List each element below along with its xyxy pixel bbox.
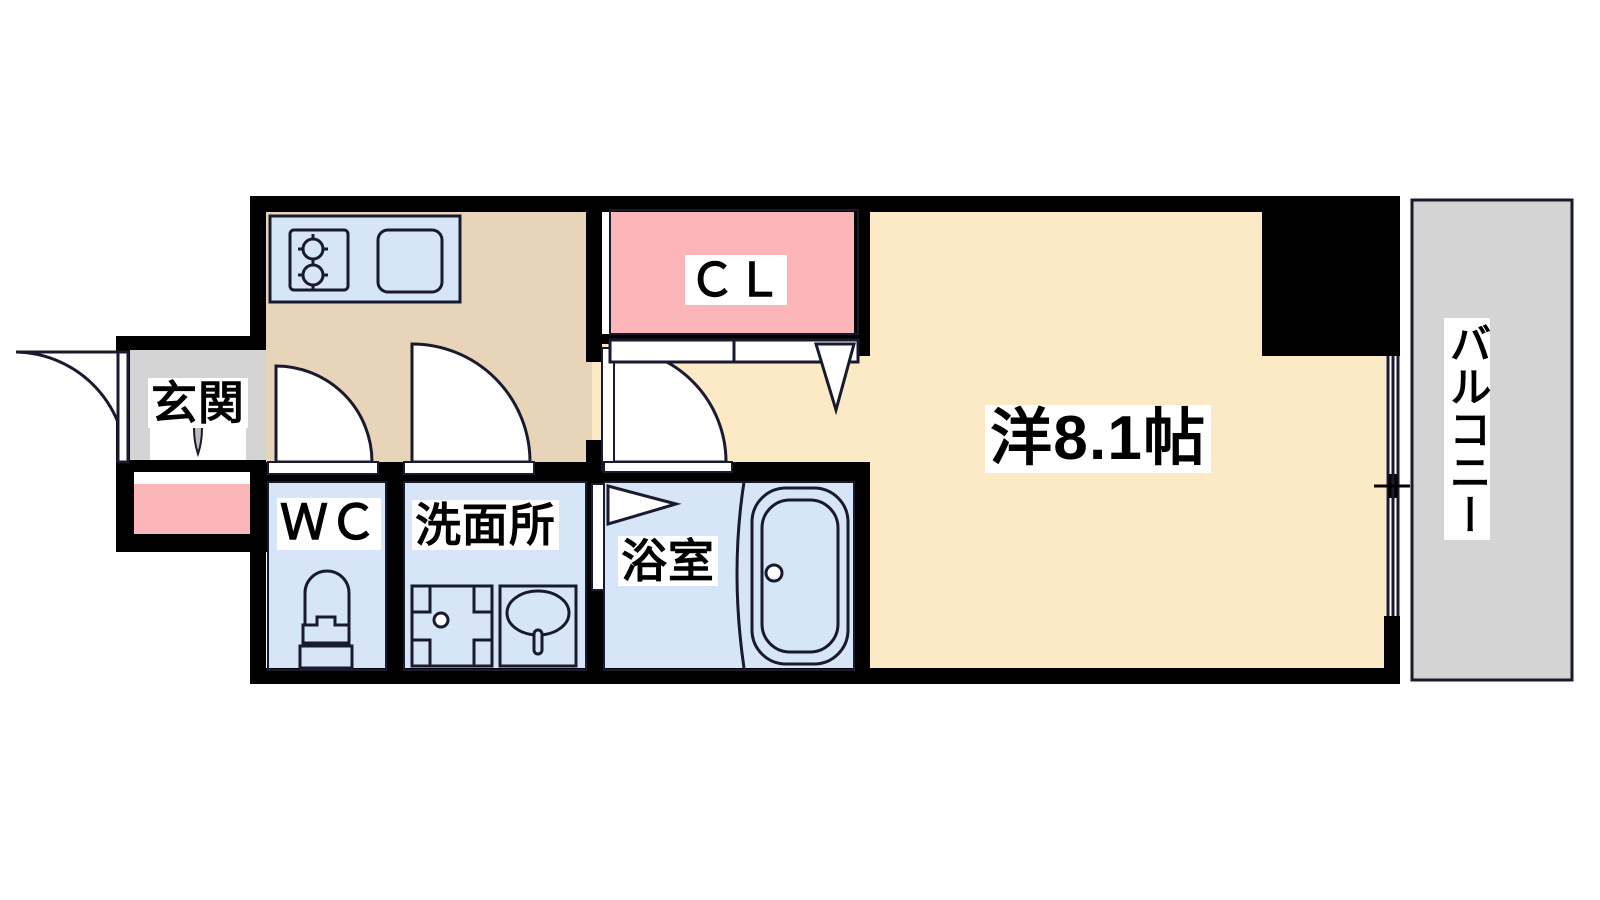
outlines xyxy=(267,209,859,671)
label-living: 洋8.1帖 xyxy=(985,405,1212,473)
wash-basin-icon xyxy=(505,589,571,637)
wall-shoebox-bottom xyxy=(116,534,268,552)
toilet-tank-icon xyxy=(298,644,354,670)
toilet-seat-icon xyxy=(301,615,351,645)
washing-machine-drain-icon xyxy=(432,611,450,629)
kitchen-sink-icon xyxy=(376,228,444,294)
label-entrance: 玄関 xyxy=(148,378,248,428)
burner-front-marks-icon xyxy=(298,234,328,264)
washing-machine-pan-corners-icon xyxy=(412,586,492,666)
structural-column xyxy=(1262,196,1400,356)
wc-fixtures xyxy=(298,569,354,670)
wall-right-lower xyxy=(1384,616,1400,684)
closet-open-arrow-icon xyxy=(813,342,856,416)
wall-corridor-right xyxy=(586,196,602,362)
balcony-door[interactable] xyxy=(1374,356,1410,616)
closet-doors[interactable] xyxy=(608,338,860,416)
bath-fixtures xyxy=(735,481,850,669)
wall-living-left xyxy=(854,196,870,356)
wall-bottom-right xyxy=(854,668,1400,684)
label-balcony: バルコニー xyxy=(1444,318,1491,541)
label-washroom: 洗面所 xyxy=(412,500,559,550)
bath-floor-curve-icon xyxy=(735,481,746,669)
balcony-door-mark-icon xyxy=(1374,474,1410,498)
toilet-bowl-icon xyxy=(303,569,351,627)
bath-outline xyxy=(603,481,855,671)
burner-back-marks-icon xyxy=(298,260,328,290)
wall-entrance-bottom xyxy=(116,460,266,472)
closet-outline xyxy=(609,209,859,335)
gas-stove-icon xyxy=(288,228,350,292)
front-door[interactable] xyxy=(15,350,130,464)
wc-door[interactable] xyxy=(267,364,379,475)
wall-entrance-top xyxy=(116,336,266,350)
washroom-outline xyxy=(403,481,587,671)
label-bath: 浴室 xyxy=(618,536,718,586)
washroom-fixtures xyxy=(410,584,578,668)
wall-left-upper xyxy=(250,196,266,340)
bath-door[interactable] xyxy=(591,483,682,591)
balcony-floor xyxy=(1410,198,1574,682)
wash-basin-faucet-icon xyxy=(532,628,544,656)
wall-shoebox-right xyxy=(252,472,268,550)
wc-outline xyxy=(267,481,387,671)
wall-top xyxy=(250,196,1400,212)
washing-machine-pan-icon xyxy=(410,584,494,668)
living-door[interactable] xyxy=(601,346,733,473)
wall-bath-right xyxy=(854,462,870,684)
wall-shoebox-left xyxy=(116,472,134,550)
label-wc: ＷＣ xyxy=(277,498,381,550)
shoebox-fill xyxy=(134,484,254,538)
bathtub-inner-icon xyxy=(760,498,840,654)
label-closet: ＣＬ xyxy=(685,255,787,305)
bathtub-drain-icon xyxy=(764,563,784,583)
walls xyxy=(116,196,1400,684)
bath-door-arrow-icon xyxy=(606,484,682,527)
wall-wc-washroom xyxy=(386,462,404,684)
washroom-door[interactable] xyxy=(403,342,535,475)
kitchen-fixtures xyxy=(288,228,444,294)
